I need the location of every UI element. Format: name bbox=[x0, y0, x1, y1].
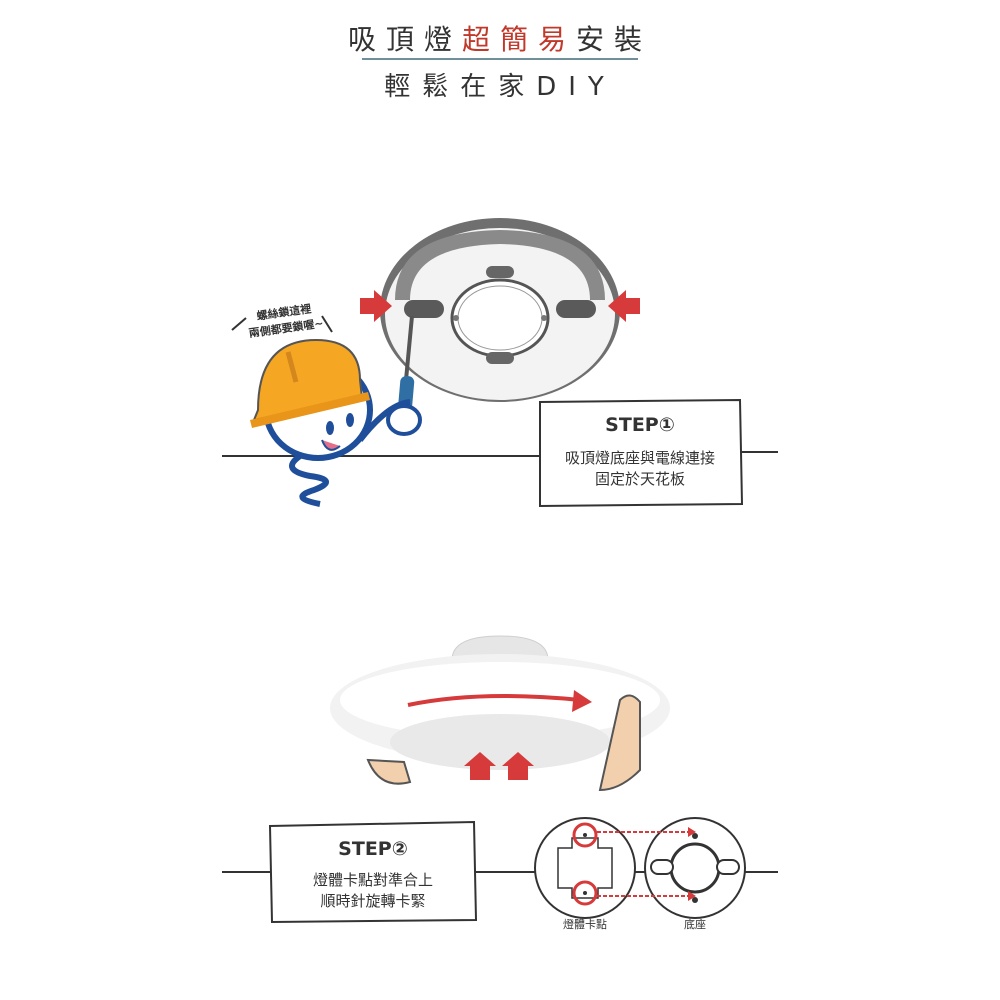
arrow-up-icon-2 bbox=[502, 752, 534, 780]
diagram-left-label: 燈體卡點 bbox=[563, 918, 607, 931]
rotate-arrow-icon bbox=[572, 690, 592, 712]
title-part2: 安裝 bbox=[576, 23, 653, 56]
step2-line1: 燈體卡點對準合上 bbox=[312, 871, 433, 889]
step2-label: STEP② bbox=[338, 838, 408, 860]
ceiling-base-plate bbox=[380, 218, 620, 402]
lamp-snap-diagram bbox=[534, 817, 636, 919]
step1-line1: 吸頂燈底座與電線連接 bbox=[564, 449, 715, 467]
ceiling-lamp bbox=[330, 635, 670, 780]
step2-line2: 順時針旋轉卡緊 bbox=[320, 892, 426, 910]
base-diagram bbox=[644, 817, 746, 919]
step2-description: 燈體卡點對準合上 順時針旋轉卡緊 bbox=[272, 870, 474, 912]
diagram-right-label: 底座 bbox=[684, 918, 706, 931]
left-hand bbox=[366, 758, 412, 785]
mascot-worker bbox=[250, 338, 422, 507]
title-part1: 吸頂燈 bbox=[347, 23, 462, 56]
arrow-up-icon bbox=[464, 752, 496, 780]
step2-box bbox=[268, 820, 478, 924]
step1-line2: 固定於天花板 bbox=[594, 470, 685, 488]
step1-box bbox=[539, 398, 744, 508]
title-accent: 超簡易 bbox=[461, 23, 576, 56]
page-title: 吸頂燈超簡易安裝 bbox=[0, 18, 1000, 58]
page-subtitle: 輕鬆在家DIY bbox=[384, 72, 616, 102]
right-hand bbox=[598, 694, 641, 792]
arrow-right-icon bbox=[360, 290, 392, 322]
arrow-left-icon bbox=[608, 290, 640, 322]
step1-label: STEP① bbox=[605, 414, 675, 436]
title-divider bbox=[362, 58, 638, 60]
step1-description: 吸頂燈底座與電線連接 固定於天花板 bbox=[540, 448, 740, 490]
